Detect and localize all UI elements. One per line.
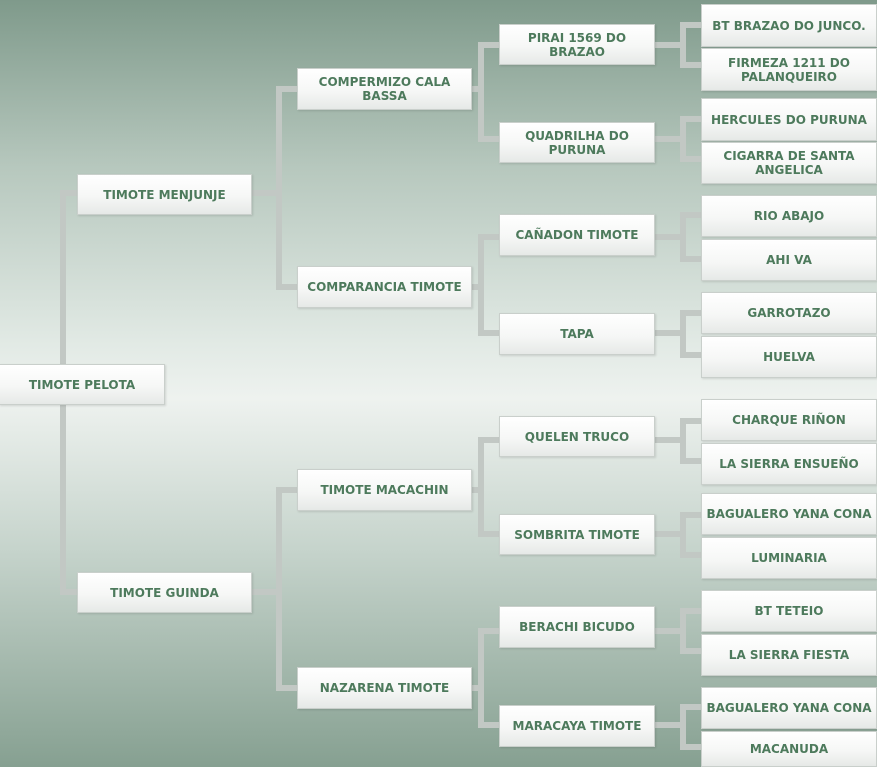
connector-line [60,190,78,196]
pedigree-sire[interactable]: TIMOTE MENJUNJE [77,174,252,215]
connector-line [654,234,684,240]
pedigree-gen3-node[interactable]: SOMBRITA TIMOTE [499,514,655,555]
connector-line [654,531,684,537]
pedigree-gen4-node[interactable]: HUELVA [701,336,877,378]
pedigree-gen4-node[interactable]: LUMINARIA [701,537,877,579]
connector-line [478,437,484,537]
connector-line [680,512,686,558]
pedigree-gen3-node[interactable]: BERACHI BICUDO [499,606,655,648]
connector-line [680,704,686,750]
connector-line [478,330,500,336]
connector-line [478,42,500,48]
connector-line [478,234,484,334]
connector-line [276,487,298,493]
pedigree-gen4-node[interactable]: BT TETEIO [701,590,877,632]
connector-line [680,212,686,260]
connector-line [680,116,686,162]
pedigree-gen3-node[interactable]: CAÑADON TIMOTE [499,214,655,256]
connector-line [276,284,298,290]
connector-line [680,352,702,358]
connector-line [680,744,702,750]
pedigree-gen4-node[interactable]: CHARQUE RIÑON [701,399,877,441]
connector-line [60,589,78,595]
connector-line [252,190,278,196]
connector-line [680,116,702,122]
pedigree-gen4-node[interactable]: CIGARRA DE SANTA ANGELICA [701,142,877,184]
pedigree-dam-dam[interactable]: NAZARENA TIMOTE [297,667,472,709]
pedigree-gen4-node[interactable]: AHI VA [701,239,877,281]
pedigree-gen3-node[interactable]: MARACAYA TIMOTE [499,705,655,747]
connector-line [680,552,702,558]
pedigree-gen4-node[interactable]: RIO ABAJO [701,195,877,237]
connector-line [680,310,686,358]
connector-line [478,628,500,634]
pedigree-gen3-node[interactable]: QUELEN TRUCO [499,416,655,457]
connector-line [478,42,484,142]
connector-line [472,284,482,290]
connector-line [654,437,684,443]
connector-line [478,136,500,142]
pedigree-gen4-node[interactable]: BT BRAZAO DO JUNCO. [701,4,877,47]
connector-line [478,531,500,537]
pedigree-gen4-node[interactable]: LA SIERRA FIESTA [701,634,877,676]
connector-line [680,418,702,424]
connector-line [680,648,702,654]
pedigree-subject[interactable]: TIMOTE PELOTA [0,364,165,405]
connector-line [252,589,278,595]
connector-line [680,156,702,162]
connector-line [680,212,702,218]
pedigree-gen3-node[interactable]: TAPA [499,313,655,355]
pedigree-gen4-node[interactable]: MACANUDA [701,731,877,767]
connector-line [680,608,702,614]
connector-line [654,722,684,728]
connector-line [654,628,684,634]
pedigree-sire-sire[interactable]: COMPERMIZO CALA BASSA [297,68,472,110]
connector-line [680,418,686,464]
pedigree-sire-dam[interactable]: COMPARANCIA TIMOTE [297,266,472,308]
connector-line [478,722,500,728]
connector-line [276,685,298,691]
pedigree-gen4-node[interactable]: FIRMEZA 1211 DO PALANQUEIRO [701,48,877,91]
connector-line [276,86,282,288]
connector-line [680,256,702,262]
pedigree-dam[interactable]: TIMOTE GUINDA [77,572,252,613]
connector-line [654,42,684,48]
pedigree-gen4-node[interactable]: LA SIERRA ENSUEÑO [701,443,877,485]
connector-line [680,22,702,28]
pedigree-dam-sire[interactable]: TIMOTE MACACHIN [297,469,472,511]
connector-line [472,487,482,493]
connector-line [472,86,482,92]
pedigree-gen4-node[interactable]: BAGUALERO YANA CONA [701,493,877,535]
connector-line [680,512,702,518]
connector-line [478,628,484,728]
connector-line [680,458,702,464]
pedigree-gen3-node[interactable]: PIRAI 1569 DO BRAZAO [499,24,655,65]
connector-line [478,234,500,240]
connector-line [680,704,702,710]
connector-line [680,22,686,68]
connector-line [478,437,500,443]
pedigree-gen4-node[interactable]: HERCULES DO PURUNA [701,98,877,141]
pedigree-gen3-node[interactable]: QUADRILHA DO PURUNA [499,122,655,163]
connector-line [276,86,298,92]
pedigree-gen4-node[interactable]: GARROTAZO [701,292,877,334]
connector-line [680,608,686,654]
connector-line [654,136,684,142]
connector-line [276,487,282,689]
pedigree-gen4-node[interactable]: BAGUALERO YANA CONA [701,687,877,729]
connector-line [680,62,702,68]
connector-line [680,310,702,316]
connector-line [472,685,482,691]
connector-line [654,330,684,336]
